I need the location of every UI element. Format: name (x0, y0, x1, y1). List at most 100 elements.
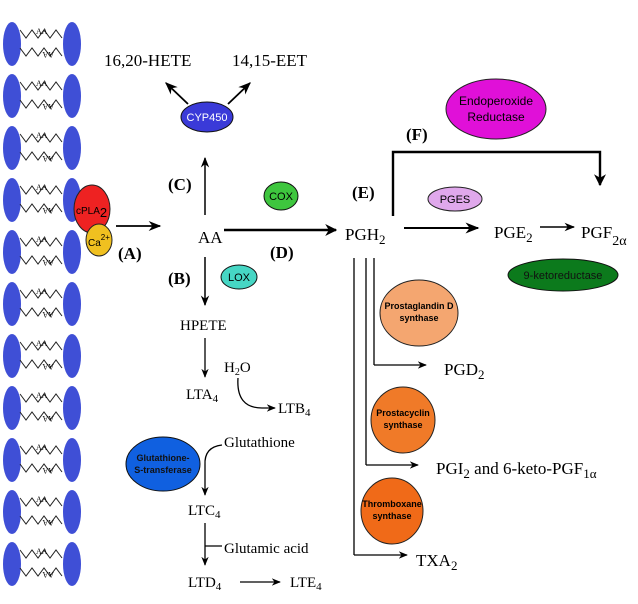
prostaglandin-d-synthase-enzyme: Prostaglandin D synthase (379, 279, 459, 347)
membrane-aa-tail: AA (42, 102, 54, 111)
lipid-tail (19, 185, 63, 195)
membrane-aa-head: AA (36, 339, 48, 348)
pges-enzyme: PGES (427, 186, 483, 212)
arrow-to-hete (165, 82, 189, 105)
cox-enzyme: COX (263, 181, 299, 211)
lipid-tail (19, 393, 63, 403)
prostacyclin-synthase-enzyme: Prostacyclin synthase (370, 386, 436, 454)
lipid-tail (19, 307, 63, 317)
lipid-tail (19, 151, 63, 161)
membrane-aa-tail: AA (42, 414, 54, 423)
hpete-label: HPETE (180, 318, 227, 334)
membrane-aa-tail: AA (42, 570, 54, 579)
membrane-aa-head: AA (36, 79, 48, 88)
svg-text:LOX: LOX (228, 272, 251, 284)
svg-text:synthase: synthase (399, 313, 438, 323)
membrane-aa-head: AA (36, 443, 48, 452)
step-d-label: (D) (270, 243, 294, 262)
pgh2-label: PGH2 (345, 225, 386, 247)
aa-label: AA (198, 228, 223, 247)
lipid-head (63, 542, 81, 586)
ltd4-label: LTD4 (188, 575, 222, 593)
svg-text:9-ketoreductase: 9-ketoreductase (524, 270, 603, 282)
membrane-aa-head: AA (36, 235, 48, 244)
lipid-tail (19, 463, 63, 473)
svg-text:Prostacyclin: Prostacyclin (376, 408, 430, 418)
glutathione-s-transferase-enzyme: Glutathione- S-transferase (125, 436, 201, 492)
lipid-head (63, 282, 81, 326)
svg-text:synthase: synthase (372, 511, 411, 521)
cyp450-enzyme: CYP450 (180, 101, 234, 133)
lte4-label: LTE4 (290, 575, 322, 593)
lipid-tail (19, 133, 63, 143)
svg-text:cPLA2: cPLA2 (76, 205, 107, 220)
thromboxane-synthase-enzyme: Thromboxane synthase (360, 477, 424, 545)
membrane-aa-head: AA (36, 391, 48, 400)
membrane-aa-head: AA (36, 547, 48, 556)
lipid-tail (19, 445, 63, 455)
lipid-tail (19, 359, 63, 369)
lox-enzyme: LOX (220, 264, 258, 290)
hete-label: 16,20-HETE (104, 51, 191, 70)
membrane-aa-head: AA (36, 287, 48, 296)
pgi2-label: PGI2 and 6-keto-PGF1α (436, 459, 597, 481)
lipid-tail (19, 341, 63, 351)
lipid-tail (19, 515, 63, 525)
pgd2-label: PGD2 (444, 360, 485, 382)
svg-text:CYP450: CYP450 (187, 112, 228, 124)
lipid-tail (19, 549, 63, 559)
9-ketoreductase-enzyme: 9-ketoreductase (507, 258, 619, 292)
membrane-aa-tail: AA (42, 206, 54, 215)
svg-text:Reductase: Reductase (467, 110, 525, 124)
lipid-head (63, 126, 81, 170)
membrane-aa-head: AA (36, 131, 48, 140)
txa2-label: TXA2 (416, 551, 457, 573)
lipid-head (3, 334, 21, 378)
step-e-label: (E) (352, 183, 375, 202)
lipid-head (3, 230, 21, 274)
lipid-head (63, 334, 81, 378)
h2o-label: H2O (224, 360, 251, 378)
endoperoxide-reductase-enzyme: Endoperoxide Reductase (445, 78, 547, 140)
svg-text:PGES: PGES (440, 194, 471, 206)
lipid-tail (19, 81, 63, 91)
svg-text:Ca2+: Ca2+ (88, 233, 110, 249)
glutamic-acid-label: Glutamic acid (224, 541, 309, 557)
lipid-tail (19, 411, 63, 421)
phospholipid-membrane: AAAAAAAAAAAAAAAAAAAAAAAAAAAAAAAAAAAAAAAA… (3, 22, 81, 586)
lipid-head (3, 490, 21, 534)
lipid-tail (19, 237, 63, 247)
membrane-aa-tail: AA (42, 154, 54, 163)
lipid-tail (19, 203, 63, 213)
pge2-label: PGE2 (494, 223, 533, 245)
lipid-tail (19, 255, 63, 265)
lipid-tail (19, 47, 63, 57)
membrane-aa-head: AA (36, 27, 48, 36)
svg-text:Endoperoxide: Endoperoxide (459, 94, 533, 108)
lta4-label: LTA4 (186, 387, 219, 405)
glutathione-label: Glutathione (224, 435, 295, 451)
membrane-aa-tail: AA (42, 362, 54, 371)
lipid-head (3, 74, 21, 118)
lipid-tail (19, 289, 63, 299)
arrow-to-eet (227, 82, 251, 105)
arrow-to-ltc4 (201, 444, 223, 496)
step-f-label: (F) (406, 125, 428, 144)
lipid-tail (19, 99, 63, 109)
lipid-head (63, 490, 81, 534)
membrane-aa-head: AA (36, 183, 48, 192)
svg-text:Glutathione-: Glutathione- (137, 453, 190, 463)
calcium-ion: Ca2+ (85, 223, 113, 257)
lipid-head (3, 178, 21, 222)
lipid-head (63, 438, 81, 482)
eet-label: 14,15-EET (232, 51, 308, 70)
arrow-to-ltb4 (237, 377, 276, 412)
lipid-tail (19, 497, 63, 507)
lipid-tail (19, 567, 63, 577)
membrane-aa-tail: AA (42, 518, 54, 527)
svg-text:COX: COX (269, 191, 294, 203)
lipid-head (3, 386, 21, 430)
ltb4-label: LTB4 (278, 401, 311, 419)
ltc4-label: LTC4 (188, 503, 221, 521)
